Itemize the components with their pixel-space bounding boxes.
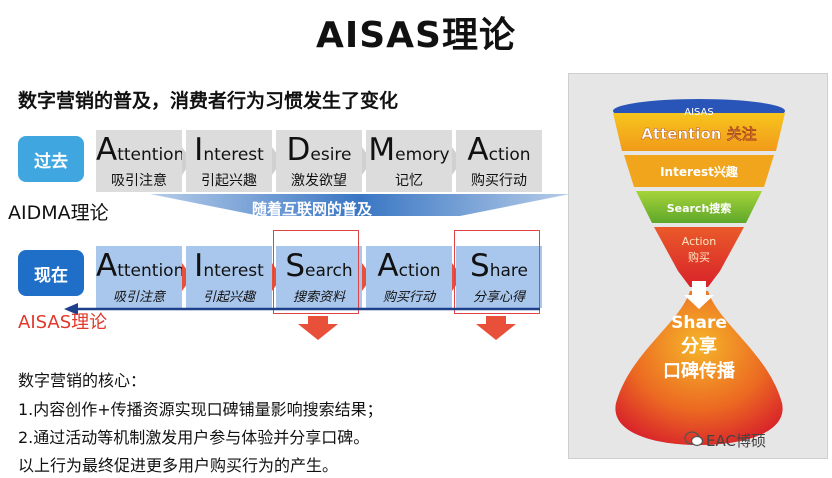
watermark: EAC博硕 bbox=[706, 432, 766, 450]
funnel-down-arrow bbox=[684, 281, 714, 309]
funnel-top-label: AISAS bbox=[684, 107, 714, 118]
share-bulb bbox=[615, 291, 783, 445]
now-step-rest: earch bbox=[305, 261, 353, 281]
action-band bbox=[654, 227, 744, 287]
past-step-en: Memory bbox=[366, 132, 452, 168]
return-arrow bbox=[64, 303, 540, 315]
past-step-0: Attention 吸引注意 bbox=[96, 130, 185, 192]
now-step-cn: 购买行动 bbox=[382, 290, 435, 305]
past-step-4: Action 购买行动 bbox=[456, 130, 542, 192]
funnel-action-en: Action bbox=[682, 235, 716, 248]
search-down-arrow bbox=[298, 316, 338, 340]
now-step-cn: 引起兴趣 bbox=[202, 290, 255, 305]
past-step-3: Memory 记忆 bbox=[366, 130, 452, 192]
now-step-0: Attention 吸引注意 bbox=[96, 246, 185, 308]
now-step-2: Search 搜索资料 bbox=[276, 246, 362, 308]
funnel-share-cn1: 分享 bbox=[681, 335, 717, 357]
past-step-en: Desire bbox=[276, 132, 362, 168]
now-step-initial: I bbox=[194, 248, 204, 284]
now-step-en: Interest bbox=[186, 248, 272, 284]
share-down-arrow bbox=[476, 316, 516, 340]
now-step-1: Interest 引起兴趣 bbox=[186, 246, 272, 308]
core-heading: 数字营销的核心： bbox=[18, 371, 147, 390]
past-step-rest: ction bbox=[488, 145, 531, 165]
wechat-icon bbox=[684, 431, 704, 447]
now-step-en: Attention bbox=[96, 248, 185, 284]
banner-text: 随着互联网的普及 bbox=[252, 200, 373, 218]
now-step-cn: 吸引注意 bbox=[112, 290, 165, 305]
past-step-initial: D bbox=[286, 132, 311, 168]
banner-arrow bbox=[150, 194, 570, 216]
attention-band bbox=[613, 113, 785, 151]
now-label: 现在 bbox=[18, 250, 84, 296]
now-step-initial: S bbox=[470, 248, 490, 284]
past-step-2: Desire 激发欲望 bbox=[276, 130, 362, 192]
subtitle: 数字营销的普及，消费者行为习惯发生了变化 bbox=[18, 90, 399, 112]
past-step-rest: esire bbox=[310, 145, 352, 165]
core-line-3: 以上行为最终促进更多用户购买行为的产生。 bbox=[18, 456, 339, 475]
past-step-initial: A bbox=[467, 132, 489, 168]
past-label: 过去 bbox=[18, 136, 84, 182]
funnel-share-cn2: 口碑传播 bbox=[663, 360, 736, 382]
now-step-cn: 搜索资料 bbox=[292, 290, 345, 305]
past-step-initial: A bbox=[96, 132, 118, 168]
past-step-en: Action bbox=[456, 132, 542, 168]
past-step-initial: M bbox=[368, 132, 396, 168]
past-step-cn: 激发欲望 bbox=[291, 173, 347, 189]
interest-band bbox=[624, 155, 774, 187]
now-step-4: Share 分享心得 bbox=[456, 246, 542, 308]
now-step-en: Search bbox=[276, 248, 362, 284]
funnel-share-en: Share bbox=[671, 313, 727, 333]
search-band bbox=[636, 191, 762, 223]
now-step-en: Share bbox=[456, 248, 542, 284]
now-step-initial: A bbox=[377, 248, 399, 284]
past-step-1: Interest 引起兴趣 bbox=[186, 130, 272, 192]
past-step-rest: nterest bbox=[203, 145, 264, 165]
past-step-en: Attention bbox=[96, 132, 185, 168]
now-step-initial: S bbox=[285, 248, 306, 284]
now-step-cn: 分享心得 bbox=[472, 290, 525, 305]
now-step-rest: nterest bbox=[203, 261, 264, 281]
aisas-hourglass: AISAS Attention 关注 Interest兴趣 Search搜索 A… bbox=[613, 99, 785, 445]
past-step-cn: 吸引注意 bbox=[111, 173, 167, 189]
aidma-model-label: AIDMA理论 bbox=[8, 202, 109, 224]
search-highlight-box bbox=[273, 230, 359, 314]
share-highlight-box bbox=[454, 230, 540, 314]
funnel-interest-label: Interest兴趣 bbox=[660, 164, 739, 179]
past-step-rest: emory bbox=[395, 145, 450, 165]
aisas-model-label: AISAS理论 bbox=[18, 312, 108, 333]
funnel-attention-label: Attention 关注 bbox=[641, 125, 756, 143]
past-step-rest: ttention bbox=[117, 145, 185, 165]
now-step-rest: ction bbox=[398, 261, 441, 281]
now-step-initial: A bbox=[96, 248, 118, 284]
core-line-2: 2.通过活动等机制激发用户参与体验并分享口碑。 bbox=[18, 428, 370, 447]
now-step-rest: ttention bbox=[117, 261, 185, 281]
page-title: AISAS理论 bbox=[316, 15, 516, 56]
now-step-rest: hare bbox=[489, 261, 528, 281]
past-step-cn: 记忆 bbox=[395, 173, 423, 189]
past-step-cn: 购买行动 bbox=[471, 173, 527, 189]
now-step-3: Action 购买行动 bbox=[366, 246, 452, 308]
funnel-action-cn: 购买 bbox=[688, 250, 710, 264]
past-step-cn: 引起兴趣 bbox=[201, 173, 257, 189]
now-step-en: Action bbox=[366, 248, 452, 284]
past-step-initial: I bbox=[194, 132, 204, 168]
past-step-en: Interest bbox=[186, 132, 272, 168]
funnel-search-label: Search搜索 bbox=[667, 201, 732, 215]
core-line-1: 1.内容创作+传播资源实现口碑铺量影响搜索结果； bbox=[18, 400, 383, 419]
